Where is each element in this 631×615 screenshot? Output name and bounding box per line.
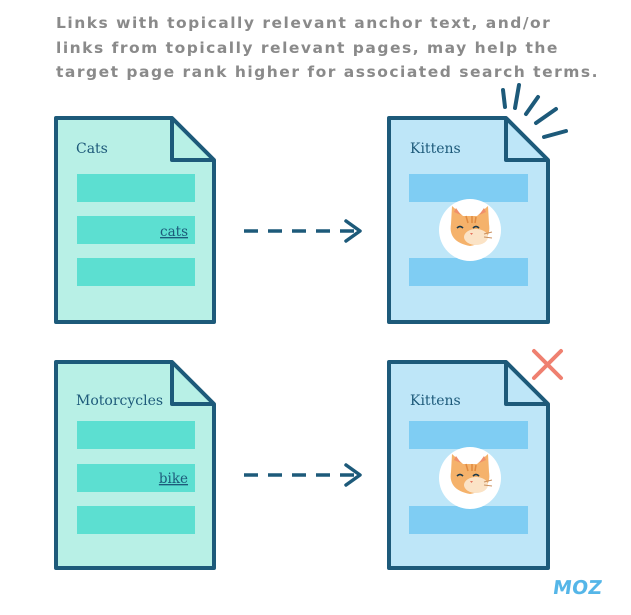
target-document-kittens: Kittens	[387, 360, 550, 570]
kitten-face-icon	[438, 446, 502, 510]
moz-logo: MOZ	[551, 577, 604, 599]
caption-line: Links with topically relevant anchor tex…	[56, 14, 552, 32]
source-document-cats: Cats cats	[54, 116, 216, 324]
content-bar	[409, 258, 528, 286]
caption: Links with topically relevant anchor tex…	[56, 11, 616, 85]
kitten-face-icon	[438, 198, 502, 262]
caption-line: target page rank higher for associated s…	[56, 63, 600, 81]
content-bar	[409, 506, 528, 534]
content-bar	[77, 506, 195, 534]
content-bar	[77, 258, 195, 286]
source-document-label: Motorcycles	[76, 393, 163, 409]
sparkle-icon	[501, 83, 568, 139]
target-document-kittens: Kittens	[387, 116, 550, 324]
target-document-label: Kittens	[410, 141, 461, 157]
anchor-text-bar	[77, 216, 195, 244]
content-bar	[409, 421, 528, 449]
link-arrow	[244, 463, 362, 487]
cross-icon	[532, 349, 563, 380]
content-bar	[77, 174, 195, 202]
anchor-text: cats	[160, 224, 188, 240]
content-bar	[409, 174, 528, 202]
source-document-label: Cats	[76, 141, 108, 157]
content-bar	[77, 421, 195, 449]
link-arrow	[244, 219, 362, 243]
source-document-motorcycles: Motorcycles bike	[54, 360, 216, 570]
anchor-text-bar	[77, 464, 195, 492]
target-document-label: Kittens	[410, 393, 461, 409]
anchor-text: bike	[159, 471, 188, 487]
caption-line: links from topically relevant pages, may…	[56, 38, 559, 57]
